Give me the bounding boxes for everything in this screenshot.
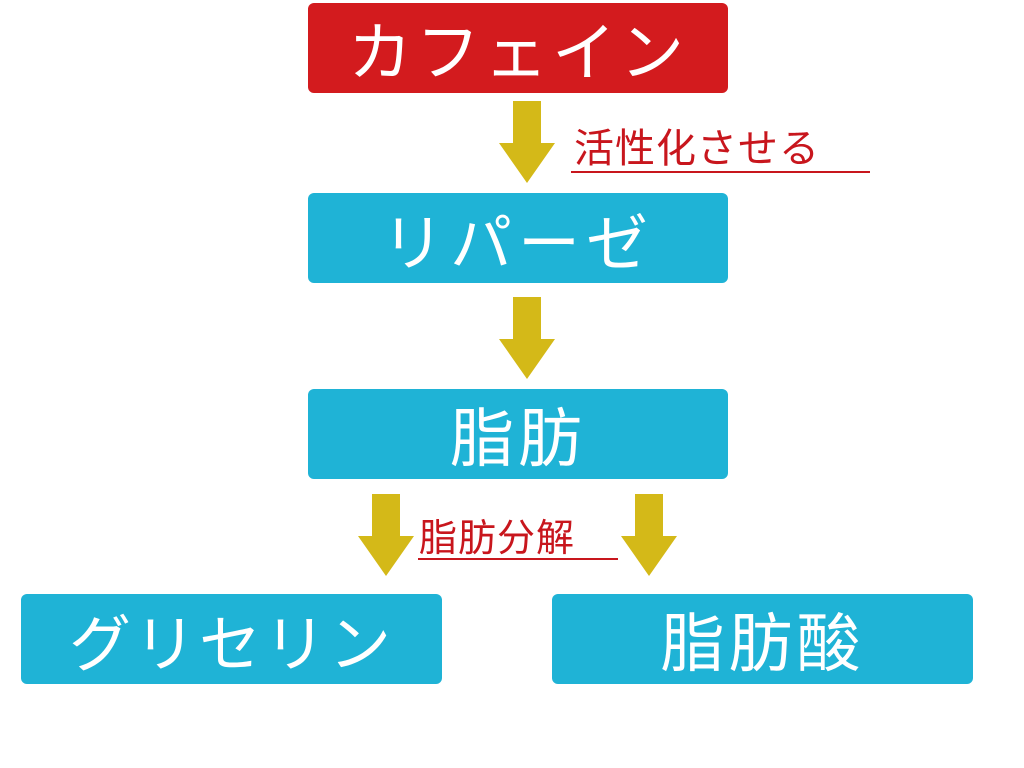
caffeine-node: カフェイン xyxy=(308,3,728,93)
activate-label-text: 活性化させる xyxy=(574,126,820,172)
fat-node: 脂肪 xyxy=(308,389,728,479)
glycerin-node-label: グリセリン xyxy=(68,608,394,681)
arrow-down-icon xyxy=(358,494,414,576)
arrow-lipase-to-fat xyxy=(499,297,555,379)
lipase-node-label: リパーゼ xyxy=(381,207,654,280)
glycerin-node: グリセリン xyxy=(21,594,442,684)
caffeine-node-label: カフェイン xyxy=(348,17,688,91)
lipolysis-underline xyxy=(418,558,618,560)
arrow-down-icon xyxy=(621,494,677,576)
fatty-acid-node: 脂肪酸 xyxy=(552,594,973,684)
fatty-acid-node-label: 脂肪酸 xyxy=(660,608,865,682)
arrow-fat-to-fatty-acid xyxy=(621,494,677,576)
fat-node-label: 脂肪 xyxy=(450,403,586,477)
lipase-node: リパーゼ xyxy=(308,193,728,283)
arrow-down-icon xyxy=(499,101,555,183)
arrow-down-icon xyxy=(499,297,555,379)
activate-label: 活性化させる xyxy=(574,116,820,174)
lipolysis-label-text: 脂肪分解 xyxy=(419,516,576,560)
lipolysis-label: 脂肪分解 xyxy=(419,507,575,562)
arrow-caffeine-to-lipase xyxy=(499,101,555,183)
arrow-fat-to-glycerin xyxy=(358,494,414,576)
activate-underline xyxy=(571,171,870,173)
